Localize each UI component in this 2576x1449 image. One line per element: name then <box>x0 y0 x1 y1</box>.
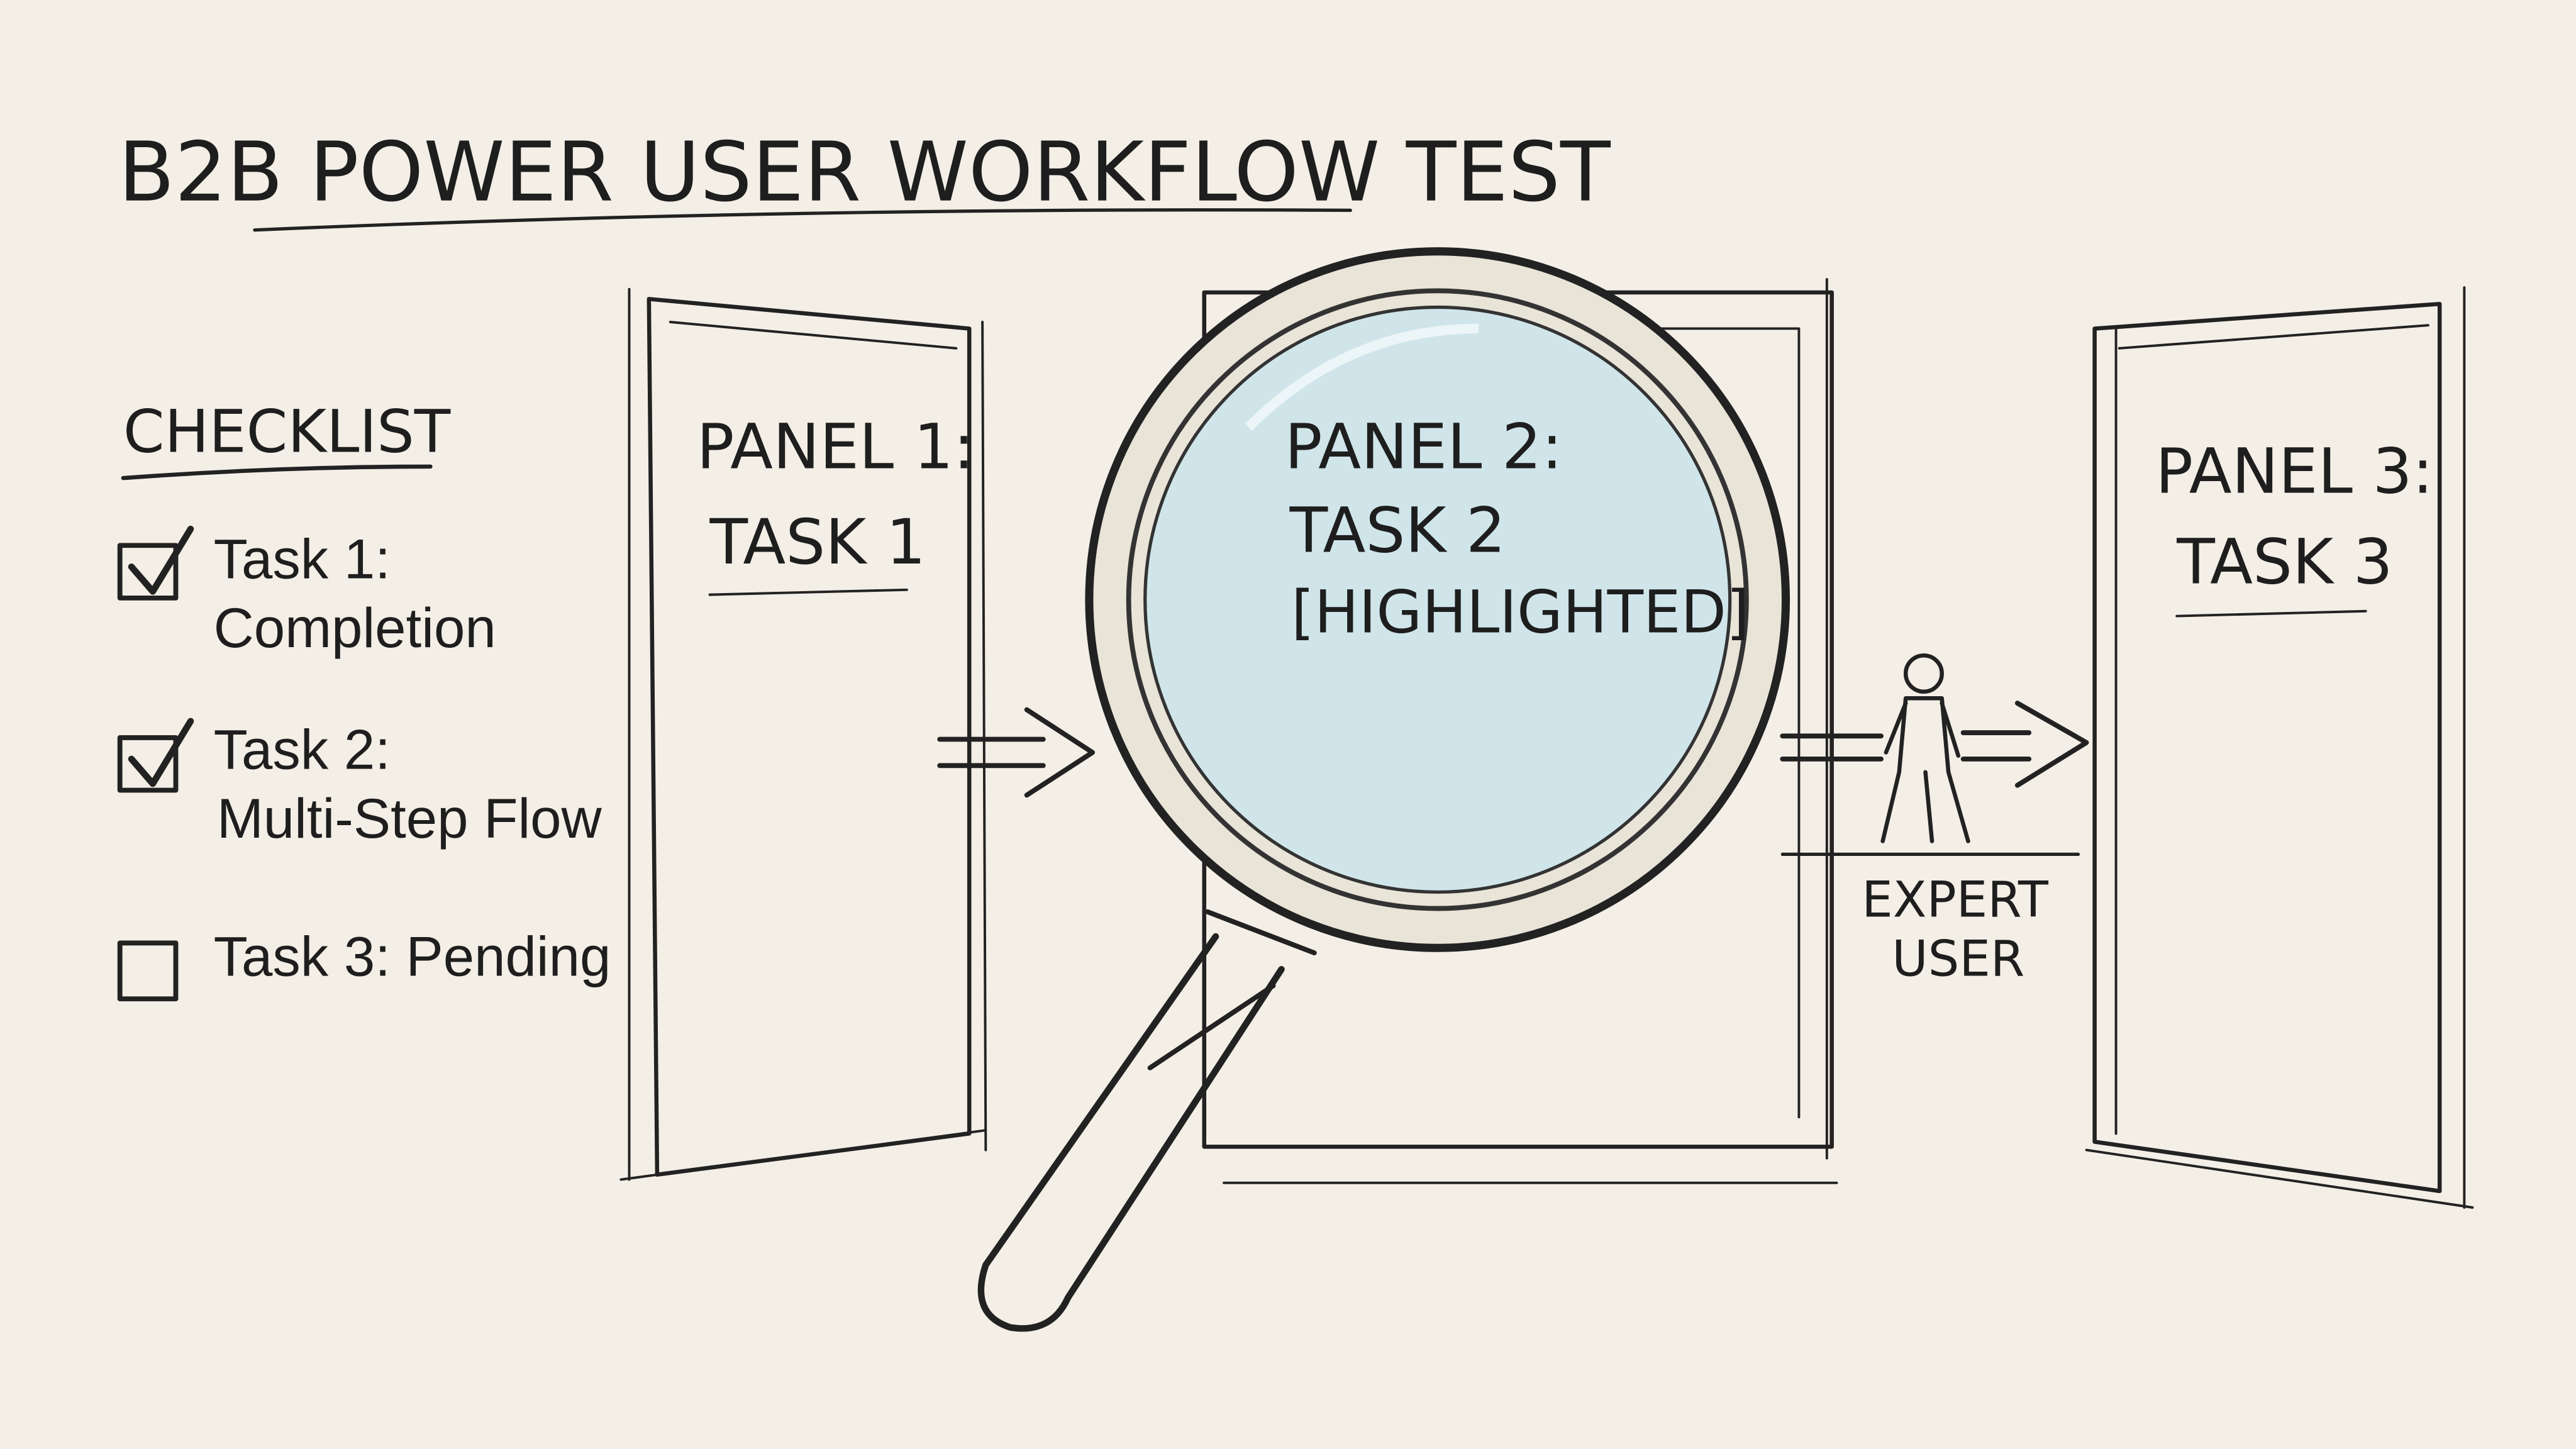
checkmark-icon <box>128 718 194 787</box>
expert-user: EXPERT USER <box>1780 653 2080 988</box>
walking-person-icon <box>1880 653 1970 843</box>
lens <box>1143 305 1732 894</box>
panel-title: PANEL 1: <box>697 411 975 483</box>
checklist: CHECKLIST Task 1: Completion Task 2: Mul… <box>117 397 611 1002</box>
arrow-right-icon <box>1780 701 2089 788</box>
checkbox-unchecked[interactable] <box>117 940 179 1002</box>
arrow-right-icon <box>937 707 1096 798</box>
checklist-underline <box>121 464 433 480</box>
checklist-item-label: Completion <box>214 597 496 659</box>
panel-title: PANEL 3: <box>2155 436 2433 508</box>
panel-1: PANEL 1: TASK 1 <box>619 287 987 1181</box>
highlight-label: [HIGHLIGHTED] <box>1291 579 1749 647</box>
checklist-item-label: Task 1: <box>214 528 391 591</box>
checklist-item-label: Task 2: <box>214 719 391 781</box>
checkbox-checked[interactable] <box>117 735 179 793</box>
checklist-item-label: Task 3: Pending <box>214 926 611 988</box>
checklist-item[interactable]: Task 1: Completion <box>117 525 496 660</box>
panel-task: TASK 1 <box>709 506 926 579</box>
panel-task: TASK 3 <box>2176 526 2393 598</box>
checkmark-icon <box>128 525 194 595</box>
title-underline <box>253 208 1352 232</box>
panel-task: TASK 2 <box>1289 495 1506 567</box>
magnifying-glass-icon: PANEL 2: TASK 2 [HIGHLIGHTED] <box>977 247 1790 1332</box>
checklist-item[interactable]: Task 3: Pending <box>117 926 611 1002</box>
checklist-item[interactable]: Task 2: Multi-Step Flow <box>117 718 602 850</box>
checkbox-checked[interactable] <box>117 543 179 601</box>
diagram-title: B2B POWER USER WORKFLOW TEST <box>118 125 1611 220</box>
panel-3: PANEL 3: TASK 3 <box>2085 286 2474 1209</box>
user-label: EXPERT <box>1862 872 2049 929</box>
checklist-item-label: Multi-Step Flow <box>217 787 602 850</box>
panel-title: PANEL 2: <box>1285 411 1563 483</box>
checklist-heading: CHECKLIST <box>123 397 451 466</box>
user-label: USER <box>1892 931 2024 988</box>
